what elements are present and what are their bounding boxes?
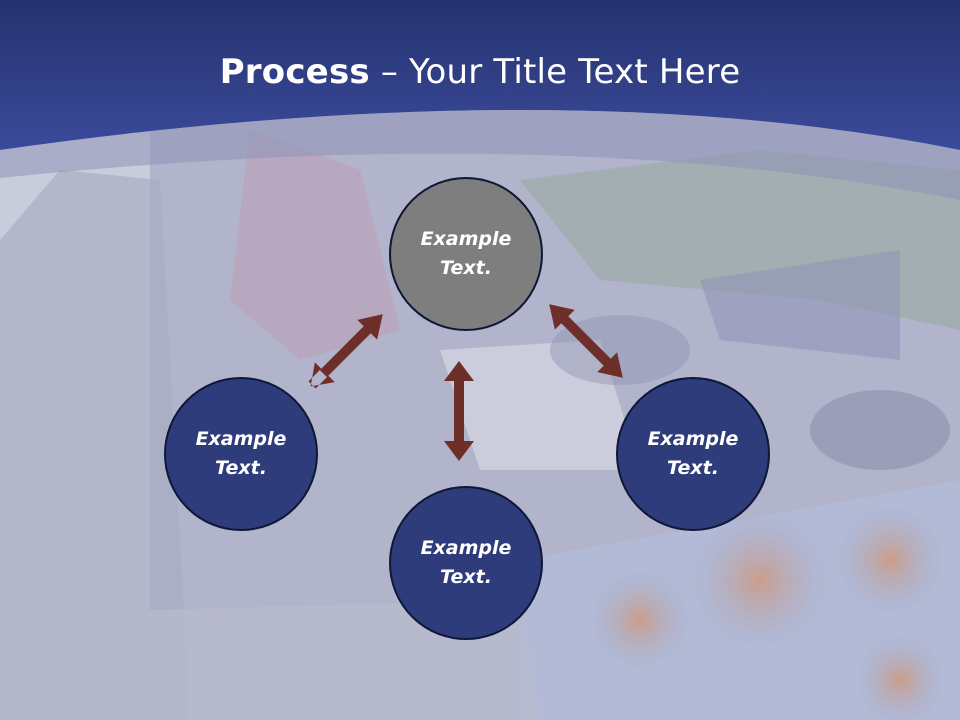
title-bold: Process xyxy=(219,52,370,92)
slide-title: Process – Your Title Text Here xyxy=(0,52,960,92)
arrow-top-left xyxy=(308,314,383,389)
arrow-top-right xyxy=(549,304,623,378)
process-node-top: Example Text. xyxy=(389,177,543,331)
process-node-right: Example Text. xyxy=(616,377,770,531)
process-node-left: Example Text. xyxy=(164,377,318,531)
node-label: Example Text. xyxy=(420,537,512,588)
node-label: Example Text. xyxy=(195,428,287,479)
title-rest: – Your Title Text Here xyxy=(369,52,741,92)
node-label: Example Text. xyxy=(647,428,739,479)
node-label: Example Text. xyxy=(420,228,512,279)
arrow-vertical xyxy=(444,361,474,461)
process-node-bottom: Example Text. xyxy=(389,486,543,640)
